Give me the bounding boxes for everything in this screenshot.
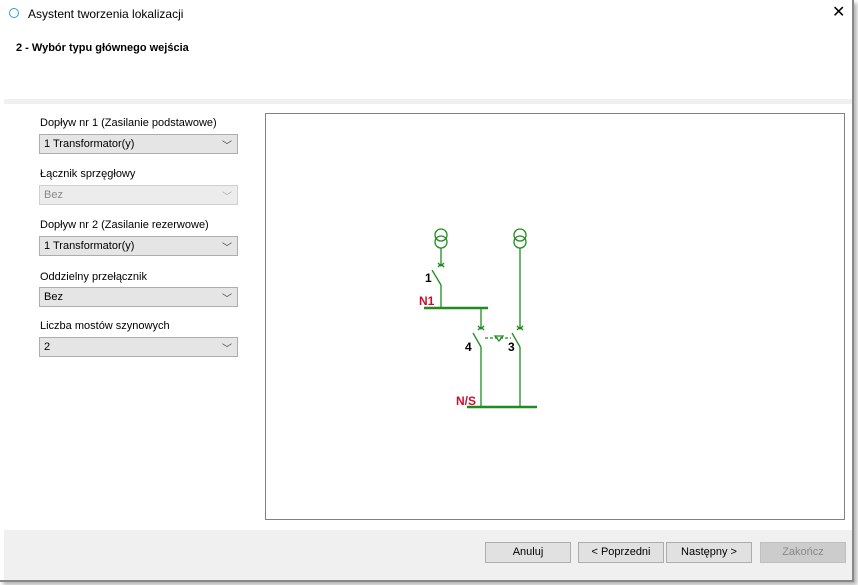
chevron-down-icon: ﹀ bbox=[222, 294, 232, 305]
switch-label: Oddzielny przełącznik bbox=[40, 271, 147, 283]
window-title: Asystent tworzenia lokalizacji bbox=[28, 7, 184, 21]
chevron-down-icon: ﹀ bbox=[222, 141, 232, 152]
busbars-select[interactable]: 2﹀ bbox=[39, 337, 238, 357]
busbars-value: 2 bbox=[44, 341, 51, 353]
switch-select[interactable]: Bez ﹀ bbox=[39, 287, 238, 307]
next-button[interactable]: Następny > bbox=[666, 542, 752, 563]
divider bbox=[4, 99, 852, 104]
feeder1-value: 1 Transformator(y) bbox=[44, 138, 135, 150]
switch-3-label: 3 bbox=[508, 340, 515, 354]
feeder2-select[interactable]: 1 Transformator(y) ﹀ bbox=[39, 236, 238, 256]
single-line-diagram: 1 N1 4 3 N/S bbox=[419, 228, 537, 409]
switch-value: Bez bbox=[44, 291, 63, 303]
feeder1-select[interactable]: 1 Transformator(y) ﹀ bbox=[39, 134, 238, 154]
finish-button: Zakończ bbox=[760, 542, 846, 563]
transformer-2-icon bbox=[513, 228, 527, 249]
coupler-label: Łącznik sprzęgłowy bbox=[40, 168, 136, 180]
chevron-down-icon: ﹀ bbox=[222, 344, 232, 355]
transformer-1-icon bbox=[434, 228, 448, 249]
feeder2-value: 1 Transformator(y) bbox=[44, 240, 135, 252]
feeder2-label: Dopływ nr 2 (Zasilanie rezerwowe) bbox=[40, 219, 209, 231]
bus-ns-label: N/S bbox=[456, 394, 476, 408]
switch-1-label: 1 bbox=[425, 271, 432, 285]
previous-button[interactable]: < Poprzedni bbox=[578, 542, 664, 563]
coupler-select: Bez ﹀ bbox=[39, 185, 238, 205]
busbars-label: Liczba mostów szynowych bbox=[40, 320, 170, 332]
diagram-panel: 1 N1 4 3 N/S bbox=[265, 113, 845, 520]
cancel-button[interactable]: Anuluj bbox=[485, 542, 571, 563]
chevron-down-icon: ﹀ bbox=[222, 192, 232, 203]
feeder1-label: Dopływ nr 1 (Zasilanie podstawowe) bbox=[40, 117, 217, 129]
app-icon bbox=[9, 8, 19, 18]
close-icon[interactable]: ✕ bbox=[832, 4, 846, 21]
switch-4-label: 4 bbox=[465, 340, 472, 354]
step-title: 2 - Wybór typu głównego wejścia bbox=[16, 42, 189, 54]
bus-n1-label: N1 bbox=[419, 294, 435, 308]
coupler-value: Bez bbox=[44, 189, 63, 201]
chevron-down-icon: ﹀ bbox=[222, 243, 232, 254]
